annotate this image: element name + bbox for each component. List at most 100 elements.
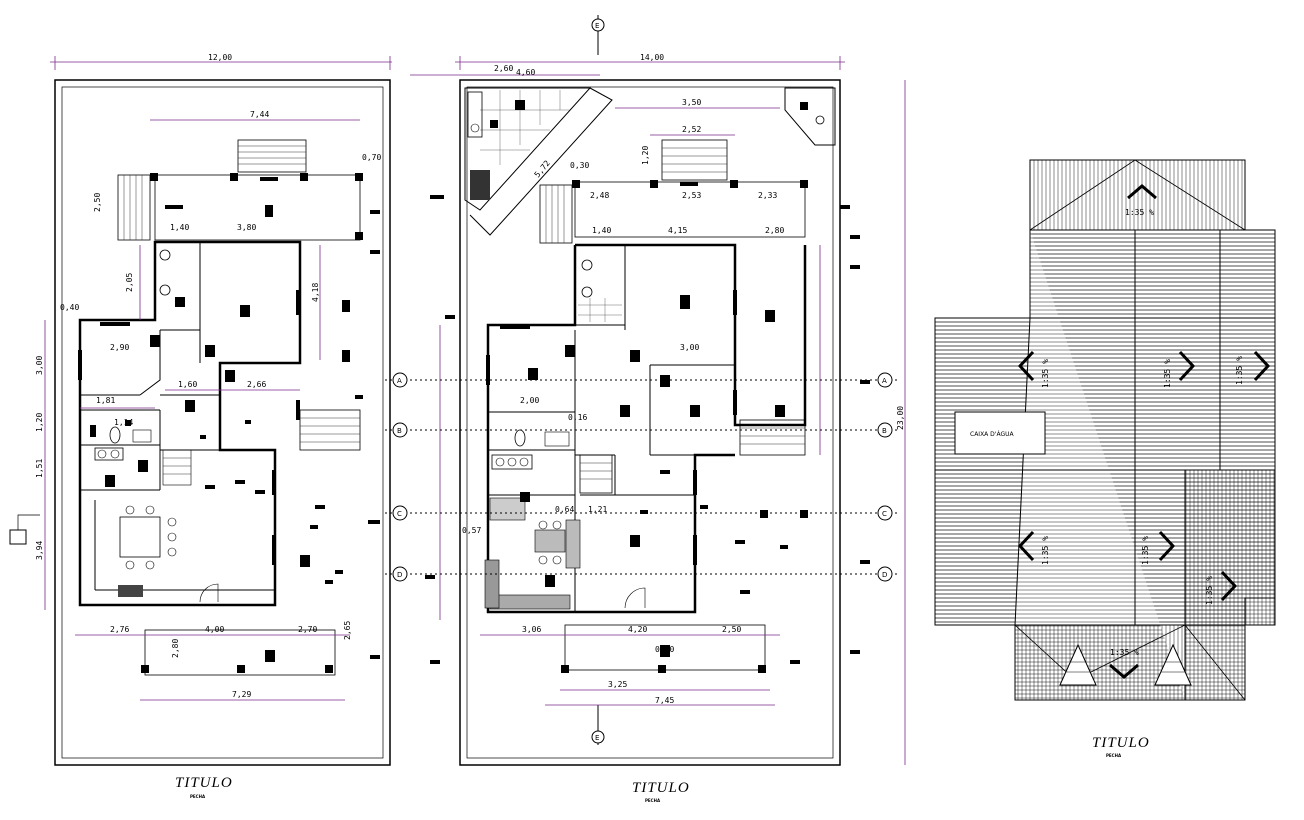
dim-mid-2-00: 2,00 bbox=[520, 396, 539, 405]
dim-left-7-29: 7,29 bbox=[232, 690, 251, 699]
dim-left-2-50: 2,50 bbox=[93, 193, 102, 212]
axis-north-label: E bbox=[595, 22, 599, 30]
dim-mid-0-50: 0,50 bbox=[655, 645, 674, 654]
mid-interior-walls bbox=[488, 245, 735, 612]
dim-left-2-76: 2,76 bbox=[110, 625, 129, 634]
dim-left-2-80: 2,80 bbox=[171, 639, 180, 658]
dim-mid-1-20: 1,20 bbox=[641, 146, 650, 165]
dim-mid-2-52: 2,52 bbox=[682, 125, 701, 134]
dim-mid-7-45: 7,45 bbox=[655, 696, 674, 705]
axis-b-right: B bbox=[882, 427, 887, 435]
dim-mid-23-00: 23,00 bbox=[896, 406, 905, 430]
dim-left-overall-width: 12,00 bbox=[208, 53, 232, 62]
roof-dormers bbox=[1059, 643, 1192, 686]
dim-mid-2-50: 2,50 bbox=[722, 625, 741, 634]
dim-left-3-00: 3,00 bbox=[35, 356, 44, 375]
roof-slope-2: 1:35 % bbox=[1041, 359, 1050, 388]
dim-left-1-81: 1,81 bbox=[96, 396, 115, 405]
middle-plan-title: TITULO bbox=[632, 780, 690, 796]
left-kitchen-fixtures bbox=[94, 249, 219, 603]
roof-plan-title: TITULO bbox=[1092, 735, 1150, 751]
axis-d-right: D bbox=[882, 571, 887, 579]
roof-plan: CAIXA D'ÁGUA 1:35 % 1:35 % 1:35 % 1:35 %… bbox=[934, 159, 1276, 758]
dim-left-2-05: 2,05 bbox=[125, 273, 134, 292]
left-furniture-marks bbox=[78, 205, 380, 662]
dim-left-2-65: 2,65 bbox=[343, 621, 352, 640]
roof-slope-arrows bbox=[1017, 184, 1271, 679]
axis-c-left: C bbox=[397, 510, 402, 518]
dim-left-4-00: 4,00 bbox=[205, 625, 224, 634]
axis-a-left: A bbox=[397, 377, 402, 385]
dim-mid-0-30: 0,30 bbox=[570, 161, 589, 170]
roof-slope-3: 1:35 % bbox=[1163, 359, 1172, 388]
dim-mid-0-16: 0,16 bbox=[568, 413, 587, 422]
dim-mid-0-64: 0,64 bbox=[555, 505, 574, 514]
dim-mid-1-40: 1,40 bbox=[592, 226, 611, 235]
dim-left-2-66: 2,66 bbox=[247, 380, 266, 389]
dim-mid-4-60: 4,60 bbox=[516, 68, 535, 77]
dim-left-0-70: 0,70 bbox=[362, 153, 381, 162]
roof-water-tank-label: CAIXA D'ÁGUA bbox=[970, 431, 1014, 438]
dim-mid-2-48: 2,48 bbox=[590, 191, 609, 200]
dim-mid-2-53: 2,53 bbox=[682, 191, 701, 200]
axis-d-left: D bbox=[397, 571, 402, 579]
mid-stairs-inner bbox=[579, 454, 613, 494]
roof-slope-4: 1:35 % bbox=[1235, 356, 1244, 385]
stairs-left bbox=[117, 174, 151, 241]
dim-mid-4-15: 4,15 bbox=[668, 226, 687, 235]
mid-stairs-top bbox=[661, 139, 728, 181]
dim-mid-2-80: 2,80 bbox=[765, 226, 784, 235]
dim-mid-0-57: 0,57 bbox=[462, 526, 481, 535]
left-interior-walls bbox=[80, 242, 275, 591]
stairs-top bbox=[237, 139, 307, 173]
mid-furniture-marks bbox=[425, 195, 870, 664]
roof-slope-6: 1:35 % bbox=[1141, 536, 1150, 565]
left-floor-plan: 12,00 7,44 0,70 2,50 1,40 3,80 bbox=[9, 53, 392, 799]
dim-mid-3-25: 3,25 bbox=[608, 680, 627, 689]
mid-fixtures bbox=[484, 259, 806, 610]
dim-left-1-60: 1,60 bbox=[178, 380, 197, 389]
roof-slope-8: 1:35 % bbox=[1110, 648, 1139, 657]
north-marker: E bbox=[591, 15, 605, 55]
service-area: 5,72 bbox=[464, 87, 613, 236]
roof-slope-7: 1:35 % bbox=[1205, 576, 1214, 605]
dim-mid-2-60: 2,60 bbox=[494, 64, 513, 73]
middle-plan-subtitle: PECHA bbox=[645, 798, 661, 803]
dim-mid-overall-width: 14,00 bbox=[640, 53, 664, 62]
roof-slope-5: 1:35 % bbox=[1041, 536, 1050, 565]
middle-floor-plan: 14,00 2,60 4,60 23,00 E E bbox=[385, 15, 906, 803]
axis-c-right: C bbox=[882, 510, 887, 518]
corner-tank bbox=[784, 87, 836, 146]
dim-mid-1-21: 1,21 bbox=[588, 505, 607, 514]
axis-markers: A A B B C C D D bbox=[385, 372, 900, 582]
mid-stairs-right bbox=[739, 419, 806, 456]
south-marker: E bbox=[591, 705, 605, 745]
dim-left-4-18: 4,18 bbox=[311, 283, 320, 302]
dim-left-2-70: 2,70 bbox=[298, 625, 317, 634]
roof-slope-1: 1:35 % bbox=[1125, 208, 1154, 217]
dim-mid-3-50: 3,50 bbox=[682, 98, 701, 107]
dim-mid-3-06: 3,06 bbox=[522, 625, 541, 634]
dim-mid-4-20: 4,20 bbox=[628, 625, 647, 634]
mid-exterior-walls bbox=[486, 243, 807, 614]
dim-left-7-44: 7,44 bbox=[250, 110, 269, 119]
left-plan-subtitle: PECHA bbox=[190, 794, 206, 799]
left-exterior-walls bbox=[78, 240, 302, 607]
dim-left-2-90: 2,90 bbox=[110, 343, 129, 352]
axis-south-label: E bbox=[595, 734, 599, 742]
left-plan-title: TITULO bbox=[175, 775, 233, 791]
dim-left-3-80: 3,80 bbox=[237, 223, 256, 232]
axis-a-right: A bbox=[882, 377, 887, 385]
dim-left-0-40: 0,40 bbox=[60, 303, 79, 312]
dim-left-1-51: 1,51 bbox=[35, 459, 44, 478]
axis-b-left: B bbox=[397, 427, 402, 435]
stairs-right bbox=[299, 409, 361, 451]
roof-plan-subtitle: PECHA bbox=[1106, 753, 1122, 758]
dim-mid-2-33: 2,33 bbox=[758, 191, 777, 200]
dim-left-1-14: 1,14 bbox=[114, 418, 133, 427]
dim-left-1-20: 1,20 bbox=[35, 413, 44, 432]
dim-left-1-40: 1,40 bbox=[170, 223, 189, 232]
dim-left-3-94: 3,94 bbox=[35, 541, 44, 560]
dim-mid-3-00: 3,00 bbox=[680, 343, 699, 352]
